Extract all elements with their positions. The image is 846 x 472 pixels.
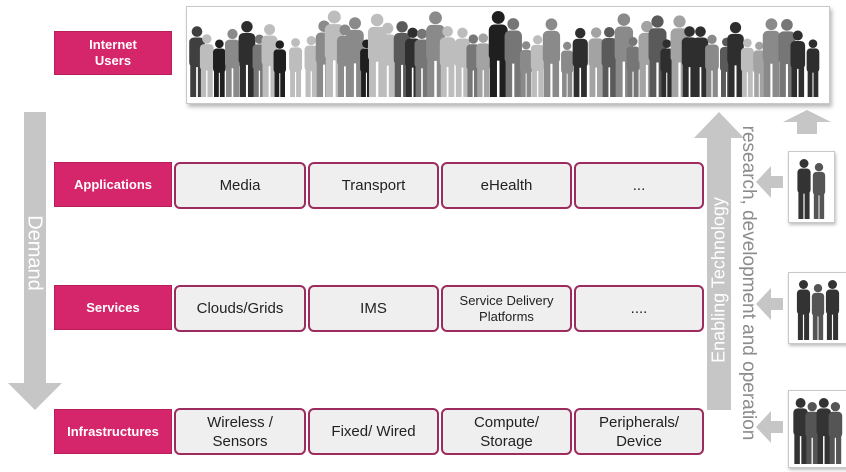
- tile-transport: Transport: [308, 162, 439, 209]
- tile-wireless-sensors: Wireless / Sensors: [174, 408, 306, 455]
- tile-clouds-grids: Clouds/Grids: [174, 285, 306, 332]
- tile-compute-storage: Compute/ Storage: [441, 408, 572, 455]
- tile-services-more: ....: [574, 285, 704, 332]
- tile-ims: IMS: [308, 285, 439, 332]
- people-silhouette-icon: [793, 398, 843, 464]
- tile-ehealth: eHealth: [441, 162, 572, 209]
- people-silhouette-icon: [797, 159, 826, 219]
- left-arrow-services: [756, 288, 783, 320]
- tile-peripherals-device: Peripherals/ Device: [574, 408, 704, 455]
- enabling-technology-label: Enabling Technology: [708, 197, 729, 363]
- demand-arrow-shape: [8, 112, 62, 410]
- left-arrow-infrastructures: [756, 411, 783, 443]
- people-box-infrastructures: [788, 390, 846, 468]
- tile-fixed-wired: Fixed/ Wired: [308, 408, 439, 455]
- internet-users-crowd: [186, 6, 830, 104]
- research-development-label: research, development and operation: [738, 125, 759, 441]
- infrastructures-label: Infrastructures: [54, 409, 172, 454]
- tile-media: Media: [174, 162, 306, 209]
- enabling-technology-arrow-shape: [694, 112, 744, 410]
- internet-users-label: Internet Users: [54, 31, 172, 75]
- people-box-applications: [788, 151, 835, 223]
- people-box-services: [788, 272, 846, 344]
- people-silhouette-icon: [796, 280, 840, 340]
- applications-label: Applications: [54, 162, 172, 207]
- services-label: Services: [54, 285, 172, 330]
- tile-service-delivery-platforms: Service Delivery Platforms: [441, 285, 572, 332]
- crowd-silhouette-icon: [189, 10, 820, 97]
- tile-applications-more: ...: [574, 162, 704, 209]
- left-arrow-applications: [756, 166, 783, 198]
- top-up-arrow-shape: [783, 110, 831, 134]
- demand-label: Demand: [23, 215, 46, 291]
